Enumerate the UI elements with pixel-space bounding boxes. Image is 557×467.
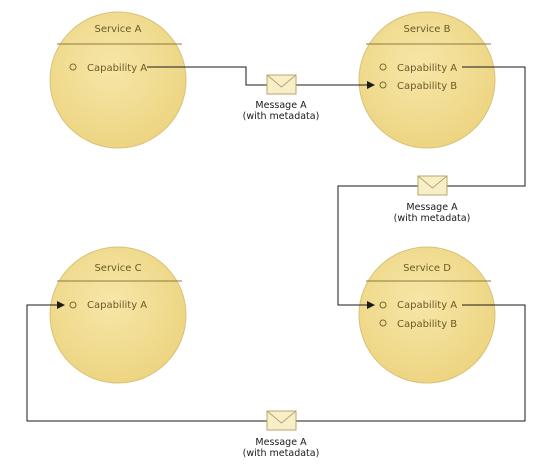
connector-a-to-b: [147, 66, 375, 89]
message-1: Message A (with metadata): [243, 74, 320, 122]
message-2-title: Message A: [406, 202, 458, 213]
service-a-title: Service A: [95, 24, 142, 35]
service-d-capability-b: Capability B: [397, 319, 457, 330]
service-a-circle: [49, 11, 187, 149]
message-1-title: Message A: [255, 100, 307, 111]
capability-dot-icon: [379, 81, 387, 89]
message-2-subtitle: (with metadata): [394, 213, 471, 224]
message-3-title: Message A: [255, 437, 307, 448]
capability-dot-icon: [69, 63, 77, 71]
service-b: Service B Capability A Capability B: [358, 11, 496, 149]
service-b-title: Service B: [404, 24, 451, 35]
service-d-capability-a: Capability A: [397, 300, 457, 311]
message-2: Message A (with metadata): [394, 175, 471, 224]
service-d-title: Service D: [403, 263, 451, 274]
envelope-icon: [417, 175, 448, 196]
message-1-subtitle: (with metadata): [243, 111, 320, 122]
service-a-capability-a: Capability A: [87, 63, 147, 74]
service-b-capability-b: Capability B: [397, 81, 457, 92]
service-c-title: Service C: [94, 263, 141, 274]
service-c: Service C Capability A: [49, 246, 187, 384]
capability-dot-icon: [379, 301, 387, 309]
capability-dot-icon: [379, 63, 387, 71]
service-b-circle: [358, 11, 496, 149]
envelope-icon: [266, 410, 297, 431]
envelope-icon: [266, 74, 297, 95]
service-d: Service D Capability A Capability B: [358, 246, 496, 384]
message-3: Message A (with metadata): [243, 410, 320, 459]
capability-dot-icon: [379, 319, 387, 327]
capability-dot-icon: [69, 301, 77, 309]
service-a: Service A Capability A: [49, 11, 187, 149]
message-3-subtitle: (with metadata): [243, 448, 320, 459]
service-b-capability-a: Capability A: [397, 63, 457, 74]
service-c-capability-a: Capability A: [87, 300, 147, 311]
